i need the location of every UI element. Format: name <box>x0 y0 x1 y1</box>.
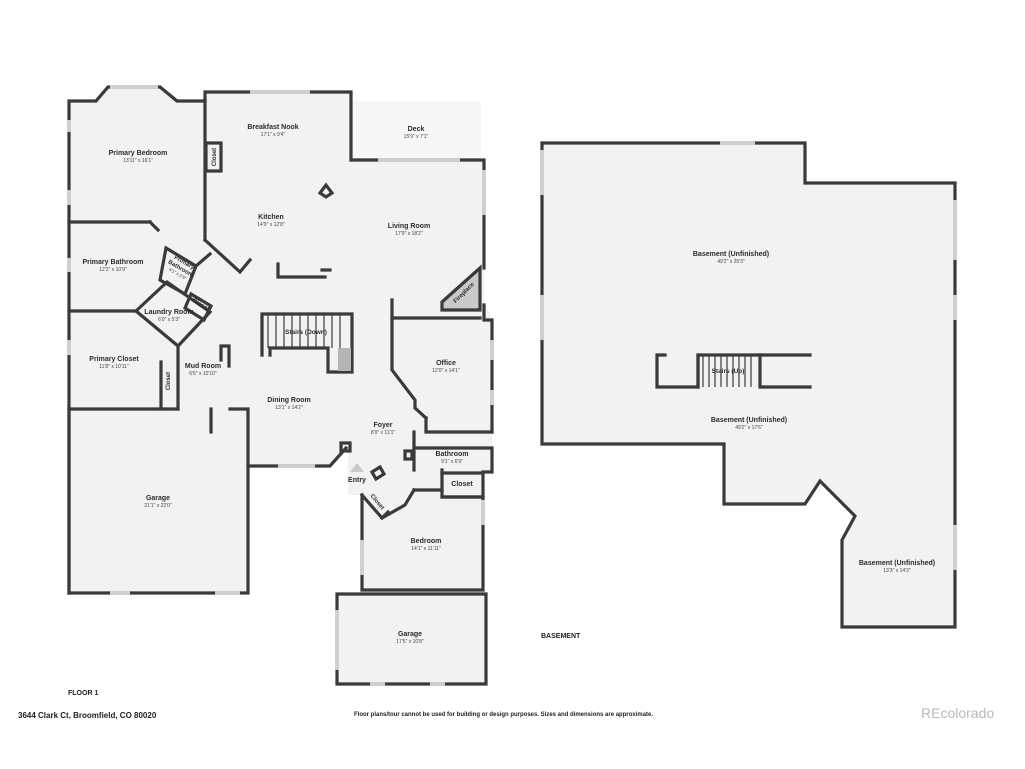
room-label-garage-left: Garage <box>146 495 170 502</box>
room-dim-deck: 15'9" x 7'1" <box>404 134 429 140</box>
stairs-down-block <box>260 312 354 374</box>
room-dim-bedroom: 14'1" x 11'11" <box>411 546 441 552</box>
disclaimer-text: Floor plans/tour cannot be used for buil… <box>354 712 654 718</box>
room-label-bathroom: Bathroom <box>435 451 468 458</box>
basement-walls <box>540 141 957 629</box>
room-label-mud-room: Mud Room <box>185 363 221 370</box>
room-label-stairs-down: Stairs (Down) <box>285 329 327 336</box>
room-labels: Primary Bedroom 13'11" x 16'1" Breakfast… <box>82 124 935 645</box>
room-dim-primary-bathroom: 12'2" x 10'9" <box>99 267 127 273</box>
room-dim-basement-upper: 49'2" x 25'3" <box>717 259 745 265</box>
room-dim-living-room: 17'9" x 18'2" <box>395 231 423 237</box>
floor1-label: FLOOR 1 <box>68 690 99 697</box>
room-dim-mud-room: 6'6" x 10'10" <box>189 371 217 377</box>
room-label-entry: Entry <box>348 477 366 484</box>
floor1-windows <box>67 85 494 686</box>
room-dim-basement-middle: 49'2" x 17'6" <box>735 425 763 431</box>
room-label-primary-bedroom: Primary Bedroom <box>109 150 168 157</box>
room-label-closet-bath: Closet <box>451 481 473 488</box>
room-dim-laundry-room: 6'0" x 5'3" <box>158 317 180 323</box>
room-label-living-room: Living Room <box>388 223 430 230</box>
stairs-up-block <box>655 353 812 389</box>
room-dim-primary-closet: 11'8" x 10'11" <box>99 364 129 370</box>
room-label-basement-middle: Basement (Unfinished) <box>711 417 787 424</box>
room-label-primary-bathroom: Primary Bathroom <box>82 259 143 266</box>
brand-logo: REcolorado <box>921 705 995 721</box>
room-label-deck: Deck <box>408 126 425 133</box>
room-dim-dining-room: 13'1" x 14'2" <box>275 405 303 411</box>
room-label-primary-closet: Primary Closet <box>89 356 139 363</box>
room-dim-bathroom: 9'1" x 6'9" <box>441 459 463 465</box>
floor1-walls <box>67 85 494 686</box>
property-address: 3644 Clark Ct, Broomfield, CO 80020 <box>18 711 157 720</box>
room-label-bedroom: Bedroom <box>411 538 442 545</box>
room-dim-office: 12'0" x 14'1" <box>432 368 460 374</box>
room-label-closet-mud: Closet <box>166 372 172 390</box>
room-label-laundry-room: Laundry Room <box>144 309 193 316</box>
room-label-stairs-up: Stairs (Up) <box>712 368 745 375</box>
room-label-basement-lower: Basement (Unfinished) <box>859 560 935 567</box>
room-label-basement-upper: Basement (Unfinished) <box>693 251 769 258</box>
entry-arrow-icon <box>350 463 364 472</box>
room-dim-kitchen: 14'9" x 12'8" <box>257 222 285 228</box>
room-label-office: Office <box>436 360 456 367</box>
room-label-closet-kitchen: Closet <box>212 148 218 166</box>
room-label-garage-right: Garage <box>398 631 422 638</box>
floor1-floor-fill <box>69 87 492 684</box>
room-dim-basement-lower: 13'3" x 14'3" <box>883 568 911 574</box>
room-label-kitchen: Kitchen <box>258 214 284 221</box>
basement-label: BASEMENT <box>541 633 581 640</box>
room-dim-breakfast-nook: 17'1" x 9'4" <box>261 132 286 138</box>
room-label-dining-room: Dining Room <box>267 397 311 404</box>
room-dim-garage-left: 21'1" x 22'0" <box>144 503 172 509</box>
room-label-foyer: Foyer <box>373 422 392 429</box>
room-dim-foyer: 8'9" x 11'1" <box>371 430 395 436</box>
room-label-breakfast-nook: Breakfast Nook <box>247 124 298 131</box>
deck-fill <box>351 101 481 160</box>
room-dim-garage-right: 17'5" x 10'8" <box>396 639 424 645</box>
room-dim-primary-bedroom: 13'11" x 16'1" <box>123 158 153 164</box>
